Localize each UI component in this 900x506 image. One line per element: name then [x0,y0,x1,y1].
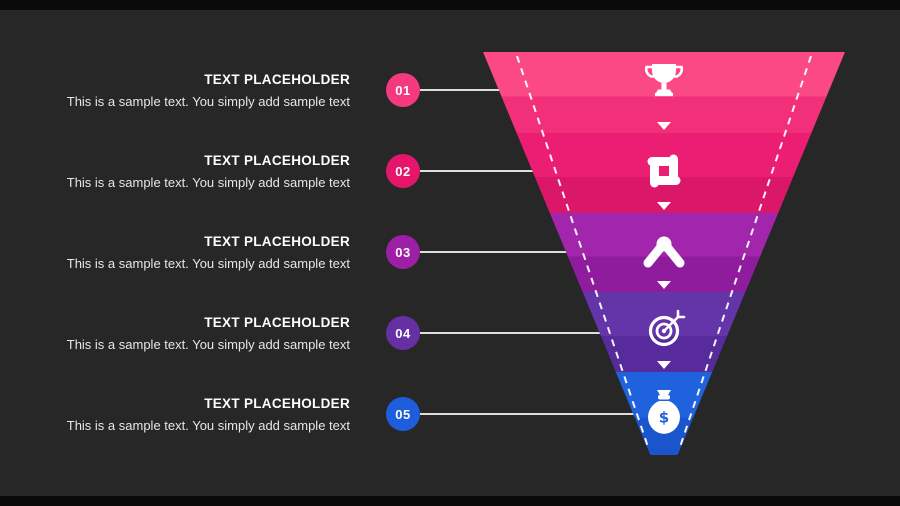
connector-line-4 [420,332,601,334]
funnel-segment-1-shade [501,96,827,133]
letterbox-top [0,0,900,10]
trophy-icon [644,64,684,97]
step-row-2: TEXT PLACEHOLDER This is a sample text. … [40,144,420,198]
connector-line-1 [420,89,500,91]
funnel-dashed-guide-left [516,55,650,451]
step-row-3: TEXT PLACEHOLDER This is a sample text. … [40,225,420,279]
step-row-4: TEXT PLACEHOLDER This is a sample text. … [40,306,420,360]
step-title: TEXT PLACEHOLDER [204,395,350,411]
funnel-segment-3-shade [567,256,761,292]
connector-line-2 [420,170,533,172]
down-arrow-icon [657,202,671,210]
step-description: This is a sample text. You simply add sa… [66,417,350,433]
step-title: TEXT PLACEHOLDER [204,314,350,330]
letterbox-bottom [0,496,900,506]
step-text: TEXT PLACEHOLDER This is a sample text. … [40,315,350,352]
funnel-segment-5-shade [634,417,694,455]
teamwork-icon [647,154,681,188]
dollar-symbol: $ [659,409,669,427]
step-text: TEXT PLACEHOLDER This is a sample text. … [40,234,350,271]
step-number-badge: 02 [386,154,420,188]
target-icon [648,309,686,347]
step-number-badge: 05 [386,397,420,431]
step-description: This is a sample text. You simply add sa… [66,255,350,271]
down-arrow-icon [657,361,671,369]
funnel-segment-4-shade [600,336,728,372]
step-number: 05 [395,406,411,422]
step-row-1: TEXT PLACEHOLDER This is a sample text. … [40,63,420,117]
step-number: 01 [395,82,411,98]
step-text: TEXT PLACEHOLDER This is a sample text. … [40,72,350,109]
step-number: 02 [395,163,411,179]
step-number: 04 [395,325,411,341]
step-title: TEXT PLACEHOLDER [204,71,350,87]
funnel-segment-2 [516,133,812,177]
step-number-badge: 03 [386,235,420,269]
funnel-segment-3 [549,213,779,257]
step-number-badge: 04 [386,316,420,350]
step-text: TEXT PLACEHOLDER This is a sample text. … [40,396,350,433]
step-number: 03 [395,244,411,260]
arm-wrestling-icon [643,236,685,268]
connector-line-5 [420,413,635,415]
funnel-dashed-guide-right [678,55,812,451]
step-description: This is a sample text. You simply add sa… [66,336,350,352]
step-title: TEXT PLACEHOLDER [204,233,350,249]
step-text: TEXT PLACEHOLDER This is a sample text. … [40,153,350,190]
money-bag-icon: $ [648,390,680,434]
step-description: This is a sample text. You simply add sa… [66,174,350,190]
step-number-badge: 01 [386,73,420,107]
connector-line-3 [420,251,567,253]
down-arrow-icon [657,122,671,130]
step-description: This is a sample text. You simply add sa… [66,93,350,109]
step-title: TEXT PLACEHOLDER [204,152,350,168]
funnel-segment-4 [582,292,746,336]
funnel-segment-2-shade [534,177,794,213]
step-row-5: TEXT PLACEHOLDER This is a sample text. … [40,387,420,441]
down-arrow-icon [657,281,671,289]
